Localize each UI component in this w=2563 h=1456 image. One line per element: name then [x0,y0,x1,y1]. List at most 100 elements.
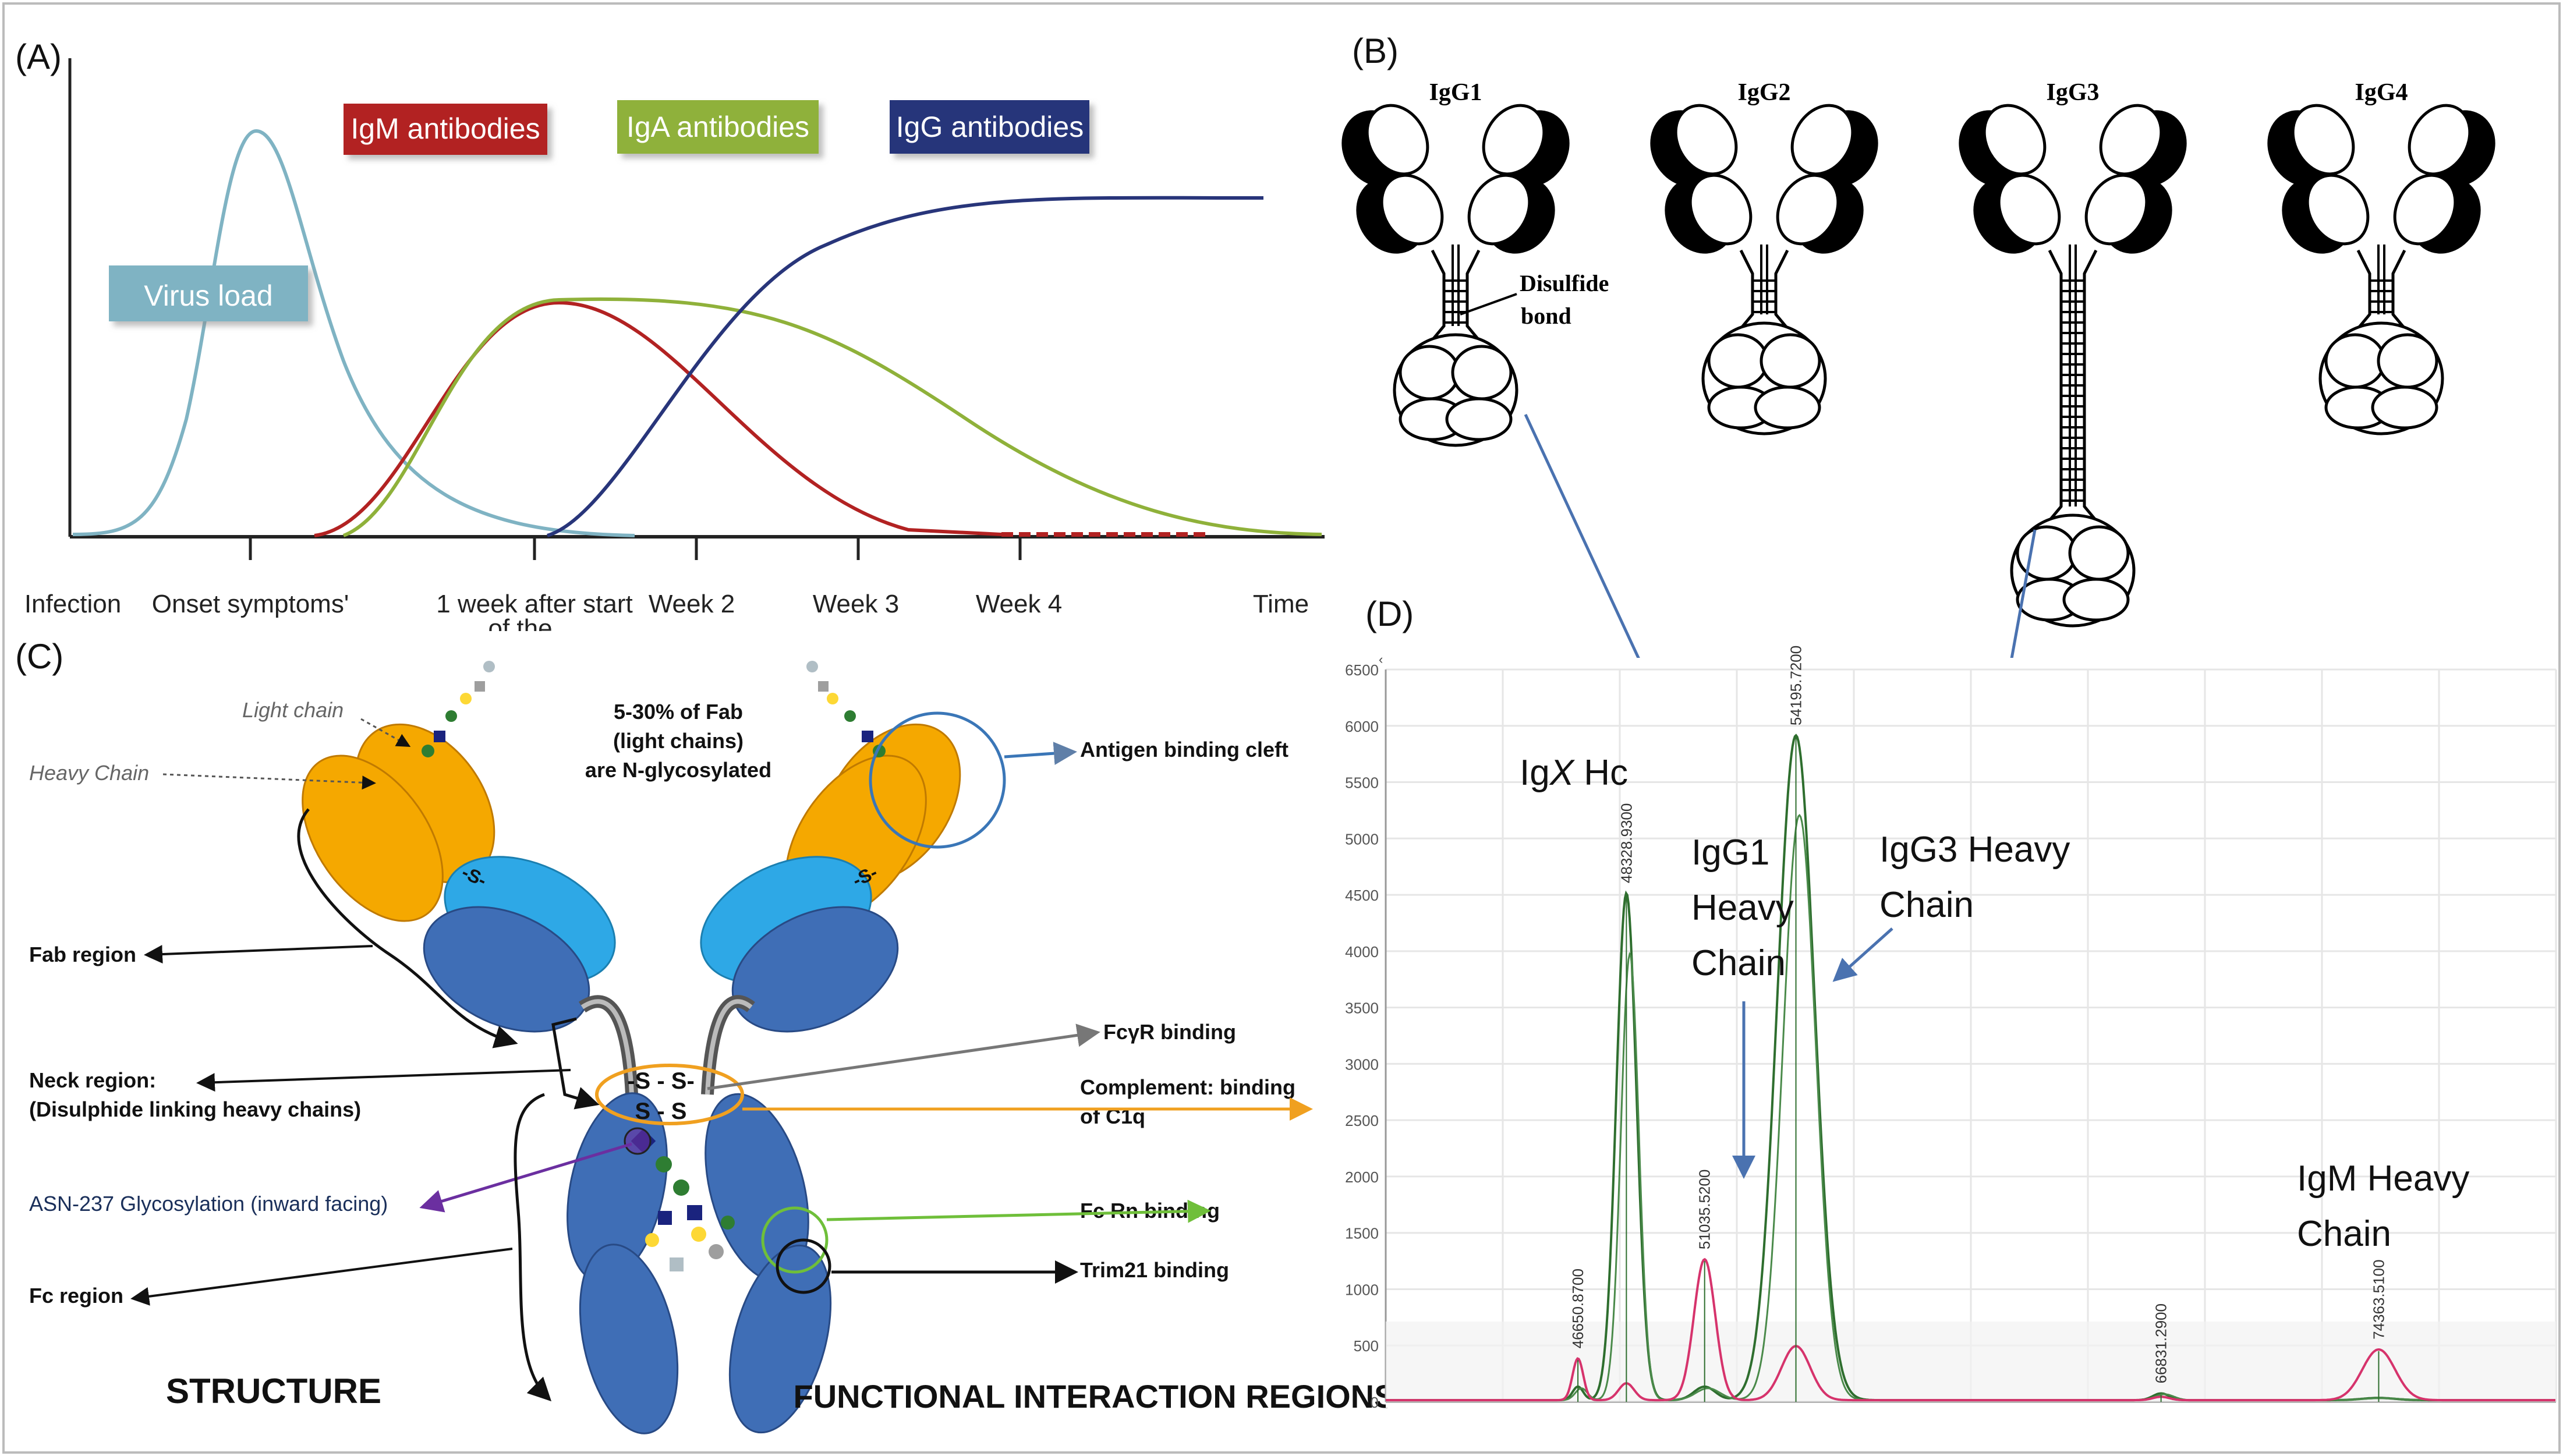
igg3-structure [1959,104,2187,628]
peak-label: 48328.9300 [1617,803,1635,883]
igg-legend-label: IgG antibodies [896,111,1084,143]
spectrum-series-2 [1386,1257,2555,1402]
panel-a: (A) Virus load IgM antibodies IgA antibo… [15,37,1325,643]
structure-label: STRUCTURE [166,1372,381,1411]
fab-vl-left [1365,104,1429,176]
y-tick-label: 500 [1354,1337,1379,1355]
fab-cl-right [1776,173,1840,246]
igm-hc-label-1: IgM Heavy [2297,1159,2469,1199]
light-chain-label: Light chain [242,698,344,722]
neck-label-1: Neck region: [29,1068,156,1092]
heavy-chain-label: Heavy Chain [29,761,149,785]
asn237-site [624,1127,652,1155]
spectrum-y-ticks: 0 500 1000 1500 2000 2500 3000 3500 4000 4500 5000… [1345,661,1379,1411]
igg3-hc-label-2: Chain [1879,885,1974,925]
panel-b: (B) IgG1 IgG2 IgG3 IgG4 Disulfide bond [1341,31,2495,628]
igg-curve [547,196,1263,537]
fab-cl-left [1688,173,1753,246]
igm-legend-label: IgM antibodies [351,112,540,145]
fab-cl-right [1467,173,1531,246]
y-tick-label: 1000 [1345,1281,1379,1298]
peak-label: 46650.8700 [1569,1269,1587,1348]
igm-hc-label-2: Chain [2297,1214,2391,1254]
light-chain-pointer [360,718,411,747]
igx-hc-label: IgX Hc [1520,753,1628,793]
fab-cl-left [1380,173,1444,246]
peak-label: 51035.5200 [1696,1170,1714,1249]
peak-label: 54195.7200 [1787,646,1805,725]
igg1-hc-label-3: Chain [1691,943,1786,983]
hinge-left [1737,249,1754,333]
tick-time: Time [1253,590,1309,618]
left-ch3-domain [579,1244,679,1434]
panel-label-b: (B) [1352,31,1399,70]
y-tick-label: 2500 [1345,1112,1379,1129]
panel-c: (C) [15,637,1396,1434]
tick-week4: Week 4 [976,590,1062,618]
igg3-hc-arrow [1832,927,1893,982]
trim21-binding-circle [776,1238,831,1294]
fab-vl-left [1674,104,1738,176]
antigen-arrow [1004,742,1077,766]
glyco-note-1: 5-30% of Fab [614,700,743,724]
iga-legend-label: IgA antibodies [626,111,809,143]
y-tick-label: 1500 [1345,1225,1379,1242]
heavy-chain-pointer [162,773,376,790]
y-tick-label: 3000 [1345,1055,1379,1073]
y-tick-label: 6500 [1345,661,1379,679]
fcrn-binding-circle [761,1206,829,1274]
glyco-note-3: are N-glycosylated [585,758,771,782]
igg1-label: IgG1 [1429,79,1482,106]
igg3-hc-label-1: IgG3 Heavy [1879,830,2070,870]
igm-curve [314,300,1002,537]
igg4-structure [2267,104,2495,435]
igg1-structure [1341,104,1570,447]
hinge-left [2045,249,2063,525]
panel-label-a: (A) [15,37,62,76]
y-tick-label: 4000 [1345,943,1379,961]
neck-label-2: (Disulphide linking heavy chains) [29,1097,361,1121]
fc-brace [514,1093,552,1402]
fc-region-label: Fc region [29,1284,123,1308]
svg-text:‹: ‹ [1379,652,1383,667]
fcgr-label: FcγR binding [1103,1020,1236,1044]
spectrum-series [1386,734,2555,1402]
functional-label: FUNCTIONAL INTERACTION REGIONS [794,1378,1396,1415]
fab-vl-left [1983,104,2047,176]
y-tick-label: 0 [1371,1394,1379,1411]
y-tick-label: 5000 [1345,830,1379,848]
disulfide-label-2: bond [1521,303,1571,329]
bond-bottom: S - S [635,1099,687,1124]
neck-brace [551,1017,600,1110]
fcrn-arrow [826,1199,1211,1223]
fab-cl-right [2084,173,2148,246]
tick-infection: Infection [24,590,121,618]
disulfide-label-1: Disulfide [1520,270,1609,296]
fcgr-arrow [707,1023,1100,1090]
panel-d: (D) ‹ 0500100015002000250030003500400045… [1345,594,2557,1411]
tick-week1: 1 week after start [436,590,632,618]
fab-vl-right [2099,104,2163,176]
hinge-left [2354,249,2371,333]
a-x-ticks [249,537,1022,560]
fab-brace [297,808,518,1048]
y-tick-label: 3500 [1345,1000,1379,1017]
antigen-cleft-label: Antigen binding cleft [1080,738,1288,761]
igg1-hc-label-1: IgG1 [1691,832,1769,873]
hinge-left [1428,249,1446,345]
neck-arrow [196,1069,571,1092]
spectrum-peak-labels: 46650.8700 48328.9300 51035.5200 54195.7200… [1569,646,2387,1402]
peak-label: 66831.2900 [2153,1303,2170,1383]
peak-label: 74363.5100 [2370,1260,2387,1340]
igg1-hc-label-2: Heavy [1691,888,1794,928]
left-heavy-chain-vh [302,754,444,922]
y-tick-label: 5500 [1345,774,1379,792]
trim21-label: Trim21 binding [1080,1258,1229,1282]
y-tick-label: 4500 [1345,887,1379,904]
igg2-structure [1650,104,1878,435]
fab-vl-left [2291,104,2355,176]
y-tick-label: 2000 [1345,1168,1379,1186]
igm-legend-box [344,104,547,155]
hinge-right [2083,249,2100,525]
